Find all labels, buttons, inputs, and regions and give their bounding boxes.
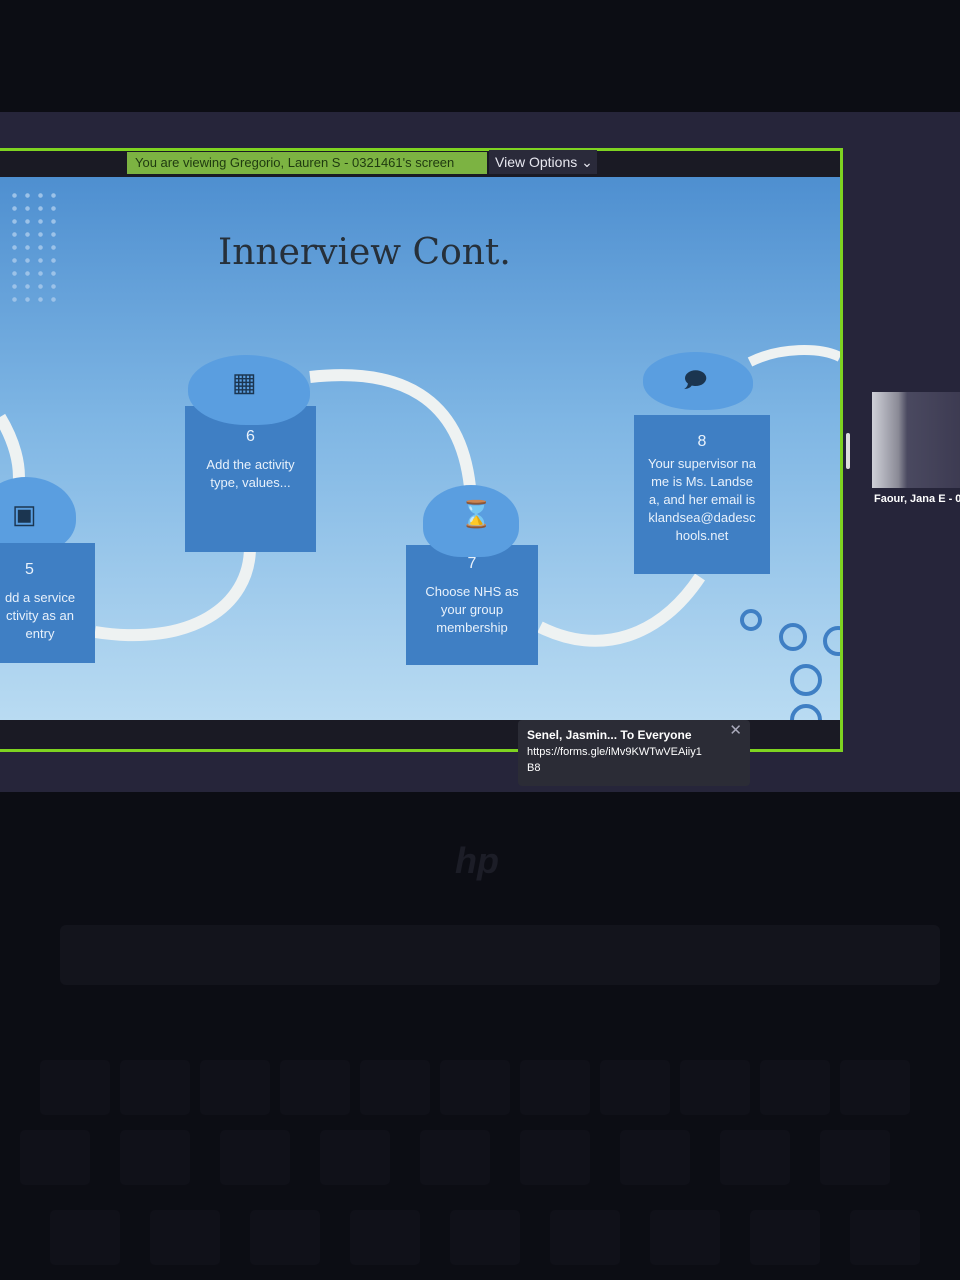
participant-video[interactable] xyxy=(872,392,960,488)
step-7-card: 7 Choose NHS as your group membership xyxy=(406,545,538,665)
hourglass-icon: ⌛ xyxy=(460,499,493,529)
step-text: dd a service ctivity as an entry xyxy=(4,590,76,641)
view-options-button[interactable]: View Options ⌄ xyxy=(489,150,597,174)
step-5-card: 5 dd a service ctivity as an entry xyxy=(0,543,95,663)
chat-notification[interactable]: Senel, Jasmin... To Everyone https://for… xyxy=(518,720,750,786)
step-5-blob xyxy=(0,477,76,553)
keyboard xyxy=(0,1050,960,1280)
chevron-down-icon: ⌄ xyxy=(581,154,593,170)
text-box-icon: ▣ xyxy=(12,499,37,529)
viewing-banner: You are viewing Gregorio, Lauren S - 032… xyxy=(127,152,487,174)
palette-icon: ▦ xyxy=(232,367,257,397)
dot-pattern xyxy=(8,189,63,304)
step-text: Your supervisor name is Ms. Landsea, and… xyxy=(648,456,756,543)
presentation-slide: Innerview Cont. ▣ 5 dd a service ctivity… xyxy=(0,177,840,720)
step-8-card: 8 Your supervisor name is Ms. Landsea, a… xyxy=(634,415,770,574)
close-icon[interactable]: ✕ xyxy=(729,722,742,739)
step-text: Add the activity type, values... xyxy=(206,457,295,490)
laptop-hinge xyxy=(60,925,940,985)
step-number: 6 xyxy=(246,428,255,445)
step-8-blob xyxy=(643,352,753,410)
view-options-label: View Options xyxy=(495,154,578,170)
step-6-card: 6 Add the activity type, values... xyxy=(185,406,316,552)
chat-message[interactable]: https://forms.gle/iMv9KWTwVEAiiy1B8 xyxy=(527,746,702,774)
slide-title: Innerview Cont. xyxy=(218,232,511,273)
participant-name: Faour, Jana E - 03 xyxy=(874,493,960,505)
gallery-scrollbar[interactable] xyxy=(846,433,850,469)
step-number: 8 xyxy=(697,433,707,450)
step-number: 5 xyxy=(25,561,34,578)
hp-logo: hp xyxy=(455,840,499,881)
chat-bubbles-icon: 🗩 xyxy=(683,367,708,392)
step-6-blob xyxy=(188,355,310,425)
step-number: 7 xyxy=(467,555,477,572)
step-7-blob xyxy=(423,485,519,557)
chat-sender: Senel, Jasmin... To Everyone xyxy=(527,728,692,742)
step-text: Choose NHS as your group membership xyxy=(425,584,519,635)
